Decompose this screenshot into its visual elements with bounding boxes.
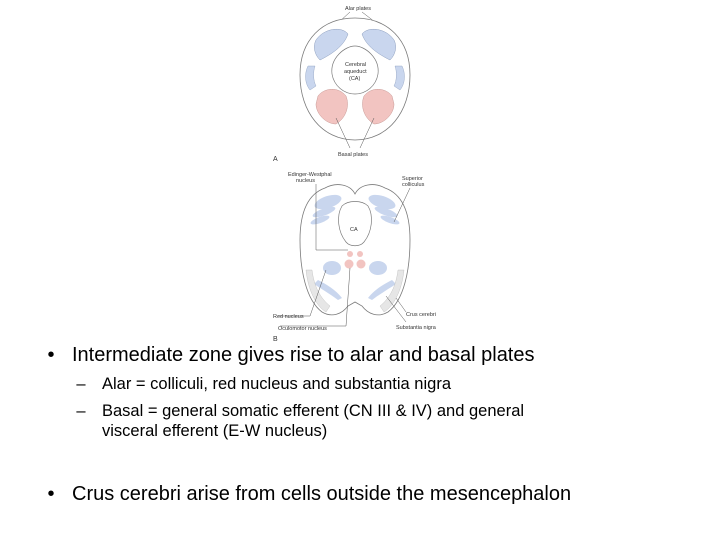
subbullet-marker: – xyxy=(76,375,86,393)
alar-plate-left xyxy=(314,28,349,61)
sc-label-1: Superior xyxy=(402,176,423,182)
crus-cerebri-right xyxy=(379,269,405,313)
substantia-nigra-right xyxy=(368,280,396,300)
lateral-alar-right xyxy=(393,65,405,91)
crus-cerebri-left xyxy=(305,269,331,313)
lateral-alar-left xyxy=(305,65,317,91)
bullet-text: Intermediate zone gives rise to alar and… xyxy=(72,344,535,366)
bullet-crus-cerebri: • Crus cerebri arise from cells outside … xyxy=(44,482,571,506)
tegmentum-band-right-1 xyxy=(374,206,398,218)
midbrain-diagram: Alar plates Cerebral aqueduct (CA) Basal… xyxy=(273,6,437,343)
basal-plate-right xyxy=(362,89,395,125)
cerebral-aqueduct xyxy=(331,45,379,95)
bullet-marker: • xyxy=(47,483,55,505)
periaqueductal-grey xyxy=(338,201,372,247)
basal-plates-label: Basal plates xyxy=(338,152,368,158)
oculomotor-nucleus-label: Oculomotor nucleus xyxy=(278,326,327,332)
basal-plate-left xyxy=(315,89,348,125)
tegmentum-band-left-1 xyxy=(312,206,336,218)
ew-label-1: Edinger-Westphal xyxy=(288,172,332,178)
oculomotor-nucleus-right xyxy=(356,259,366,269)
bullet-text: Crus cerebri arise from cells outside th… xyxy=(72,483,572,505)
aqueduct-label-3: (CA) xyxy=(349,76,360,82)
tegmentum-band-left-2 xyxy=(310,215,330,225)
aqueduct-label-2: aqueduct xyxy=(344,69,367,75)
alar-plates-label: Alar plates xyxy=(345,6,371,12)
subbullet-text-block: Basal = general somatic efferent (CN III… xyxy=(102,401,524,441)
ew-nucleus-left xyxy=(347,251,353,257)
ew-label-2: nucleus xyxy=(296,178,315,184)
ew-nucleus-right xyxy=(357,251,363,257)
panel-b-diagram: Edinger-Westphal nucleus Superior collic… xyxy=(273,172,437,343)
bullet-marker: • xyxy=(47,344,55,366)
red-nucleus-right xyxy=(369,261,387,275)
substantia-nigra-label: Substantia nigra xyxy=(396,325,437,331)
alar-plate-right xyxy=(361,28,396,61)
tegmentum-band-right-2 xyxy=(380,215,400,225)
subbullet-text: Alar = colliculi, red nucleus and substa… xyxy=(102,375,451,393)
colliculus-right xyxy=(368,194,396,210)
subbullet-basal: – Basal = general somatic efferent (CN I… xyxy=(74,401,524,441)
subbullet-marker: – xyxy=(76,402,86,420)
subbullet-text-line-1: Basal = general somatic efferent (CN III… xyxy=(102,402,525,420)
subbullet-text-line-2: visceral efferent (E-W nucleus) xyxy=(102,422,328,440)
oculomotor-nucleus-left xyxy=(344,259,354,269)
red-nucleus-label: Red nucleus xyxy=(273,314,304,320)
aqueduct-label-1: Cerebral xyxy=(345,62,366,68)
subbullet-alar: – Alar = colliculi, red nucleus and subs… xyxy=(74,374,451,394)
panel-b-letter: B xyxy=(273,336,278,343)
colliculus-left xyxy=(314,194,342,210)
ca-label: CA xyxy=(350,227,358,233)
panel-a-diagram: Alar plates Cerebral aqueduct (CA) Basal… xyxy=(273,6,411,163)
red-nucleus-left xyxy=(323,261,341,275)
panel-a-letter: A xyxy=(273,156,278,163)
bullet-intermediate-zone: • Intermediate zone gives rise to alar a… xyxy=(44,343,535,367)
sc-label-2: colliculus xyxy=(402,182,425,188)
crus-cerebri-label: Crus cerebri xyxy=(406,312,436,318)
